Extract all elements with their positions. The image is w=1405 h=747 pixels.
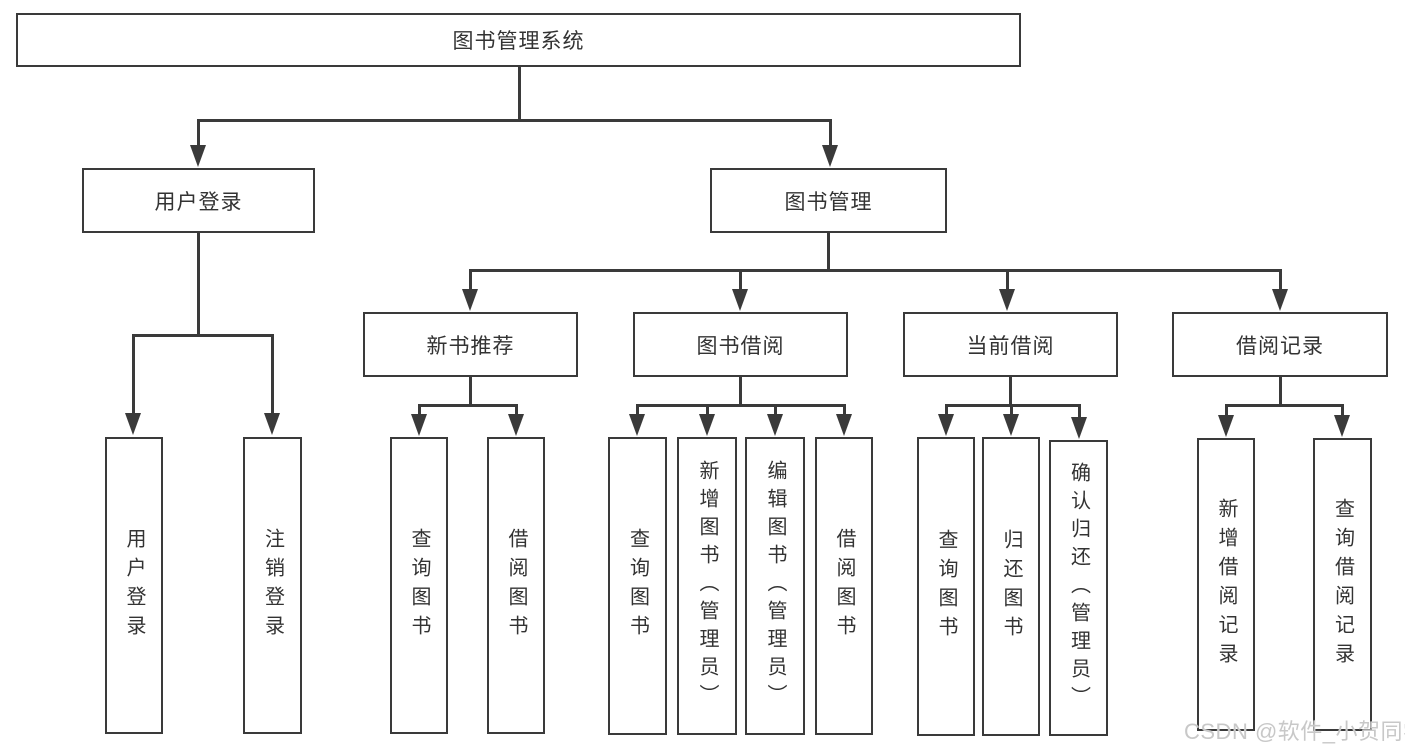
connector-drop-logout: [270, 334, 274, 415]
connector-drop-br-query: [1340, 404, 1344, 417]
node-new-book-recommend: 新书推荐: [363, 312, 578, 377]
node-leaf-cb-confirm-return-admin: 确认归还（管理员）: [1049, 440, 1108, 736]
node-leaf-bb-query-books: 查询图书: [608, 437, 667, 735]
connector-cb-bar: [944, 404, 1081, 407]
node-borrow-records: 借阅记录: [1172, 312, 1388, 377]
node-leaf-login: 用户登录: [105, 437, 163, 734]
arrowhead-bb-add: [699, 414, 715, 436]
node-book-management: 图书管理: [710, 168, 947, 233]
connector-drop-user-login: [196, 119, 200, 147]
arrowhead-logout: [264, 413, 280, 435]
connector-drop-nbr-query: [417, 404, 421, 416]
arrowhead-bb-borrow: [836, 414, 852, 436]
node-leaf-nbr-query-books: 查询图书: [390, 437, 448, 734]
arrowhead-borrow-records: [1272, 289, 1288, 311]
arrowhead-book-borrow: [732, 289, 748, 311]
node-leaf-logout: 注销登录: [243, 437, 302, 734]
connector-root-stem: [518, 66, 521, 122]
connector-userlogin-stem: [196, 232, 200, 337]
connector-drop-login: [131, 334, 135, 415]
connector-br-bar: [1224, 404, 1344, 407]
connector-drop-bb-edit: [773, 404, 777, 416]
connector-drop-current-borrow: [1005, 269, 1009, 291]
node-leaf-bb-add-books-admin: 新增图书（管理员）: [677, 437, 737, 735]
arrowhead-cb-confirm: [1071, 417, 1087, 439]
arrowhead-cb-return: [1003, 414, 1019, 436]
arrowhead-user-login: [190, 145, 206, 167]
node-leaf-br-add-record: 新增借阅记录: [1197, 438, 1255, 731]
connector-drop-bb-add: [705, 404, 709, 416]
connector-drop-cb-query: [944, 404, 948, 416]
node-leaf-cb-query-books: 查询图书: [917, 437, 975, 736]
arrowhead-nbr-query: [411, 414, 427, 436]
connector-drop-cb-return: [1009, 404, 1013, 416]
arrowhead-bb-edit: [767, 414, 783, 436]
connector-bb-bar: [635, 404, 846, 407]
arrowhead-br-query: [1334, 415, 1350, 437]
node-leaf-br-query-record: 查询借阅记录: [1313, 438, 1372, 731]
connector-drop-nbr-borrow: [514, 404, 518, 416]
node-user-login: 用户登录: [82, 168, 315, 233]
connector-drop-bb-query: [635, 404, 639, 416]
connector-drop-bb-borrow: [842, 404, 846, 416]
connector-bookmgmt-bar: [468, 269, 1282, 272]
connector-drop-cb-confirm: [1077, 404, 1081, 419]
connector-drop-borrow-records: [1278, 269, 1282, 291]
node-leaf-nbr-borrow-books: 借阅图书: [487, 437, 545, 734]
arrowhead-bb-query: [629, 414, 645, 436]
connector-bookmgmt-stem: [826, 232, 830, 272]
node-leaf-cb-return-books: 归还图书: [982, 437, 1040, 736]
node-current-borrow: 当前借阅: [903, 312, 1118, 377]
arrowhead-login: [125, 413, 141, 435]
connector-drop-book-borrow: [738, 269, 742, 291]
connector-drop-new-book-rec: [468, 269, 472, 291]
connector-br-stem: [1278, 377, 1282, 407]
connector-cb-stem: [1008, 377, 1012, 407]
connector-userlogin-bar: [131, 334, 274, 337]
arrowhead-nbr-borrow: [508, 414, 524, 436]
connector-bb-stem: [738, 377, 742, 407]
node-book-borrow: 图书借阅: [633, 312, 848, 377]
arrowhead-new-book-rec: [462, 289, 478, 311]
arrowhead-cb-query: [938, 414, 954, 436]
connector-root-bar: [196, 119, 832, 122]
node-root: 图书管理系统: [16, 13, 1021, 67]
connector-drop-br-add: [1224, 404, 1228, 417]
connector-drop-book-mgmt: [828, 119, 832, 147]
csdn-watermark: CSDN @软件_小贺同学: [1184, 719, 1405, 744]
node-leaf-bb-borrow-books: 借阅图书: [815, 437, 873, 735]
arrowhead-current-borrow: [999, 289, 1015, 311]
connector-nbr-bar: [417, 404, 518, 407]
node-leaf-bb-edit-books-admin: 编辑图书（管理员）: [745, 437, 805, 735]
arrowhead-br-add: [1218, 415, 1234, 437]
connector-nbr-stem: [468, 377, 472, 407]
arrowhead-book-mgmt: [822, 145, 838, 167]
